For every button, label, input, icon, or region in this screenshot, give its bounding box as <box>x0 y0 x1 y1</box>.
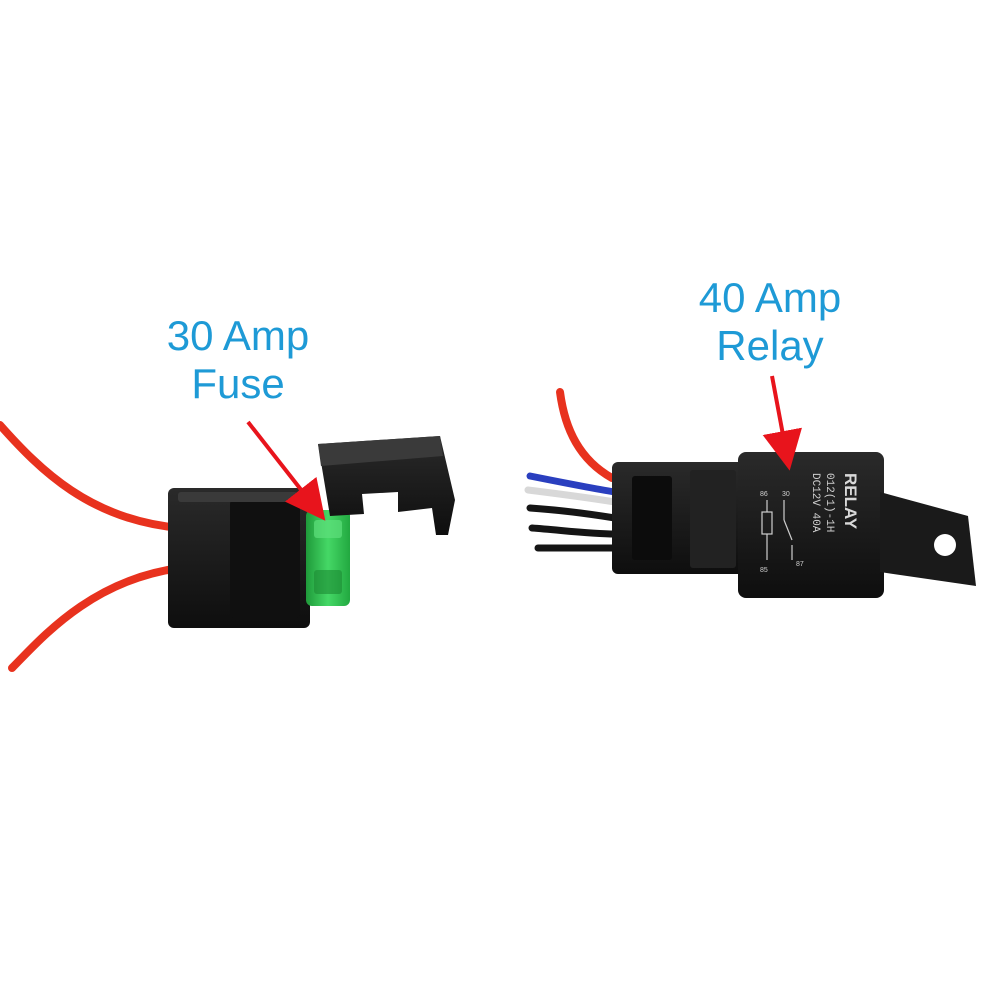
mounting-hole <box>934 534 956 556</box>
fuse-callout-label: 30 Amp Fuse <box>148 312 328 408</box>
relay-callout-label: 40 Amp Relay <box>680 274 860 370</box>
relay-pin-86: 86 <box>760 491 768 498</box>
relay-wire-red <box>556 388 616 482</box>
relay-wire-black-1 <box>526 504 619 522</box>
fuse-wire-lower <box>8 564 184 672</box>
relay-pin-87: 87 <box>796 561 804 568</box>
fuse-holder <box>0 421 455 672</box>
fuse-wire-upper <box>0 421 184 532</box>
fuse-arrow-icon <box>246 420 326 521</box>
relay-pin-85: 85 <box>760 567 768 574</box>
relay-arrow-icon <box>762 375 802 471</box>
relay-brand: RELAY <box>841 473 860 530</box>
relay-pin-30: 30 <box>782 491 790 498</box>
relay-wire-black-2 <box>528 524 619 538</box>
relay-wire-white <box>524 486 619 506</box>
relay-label-line1: 40 Amp <box>698 274 842 321</box>
relay-mounting-tab <box>880 492 976 586</box>
relay-schematic <box>761 500 793 560</box>
relay-model: 012(1)-1H <box>823 473 835 532</box>
green-blade-fuse <box>306 510 350 606</box>
relay-rating: DC12V 40A <box>809 473 821 533</box>
fuse-label-line1: 30 Amp <box>166 312 310 359</box>
relay-body <box>738 452 884 598</box>
fuse-label-line2: Fuse <box>191 360 285 407</box>
relay-markings: RELAY 012(1)-1H DC12V 40A <box>809 473 860 533</box>
fuse-holder-cap <box>318 436 455 535</box>
relay-assembly: RELAY 012(1)-1H DC12V 40A 86 87 85 30 <box>524 388 976 598</box>
relay-label-line2: Relay <box>716 322 824 369</box>
relay-wire-blue <box>526 472 619 496</box>
